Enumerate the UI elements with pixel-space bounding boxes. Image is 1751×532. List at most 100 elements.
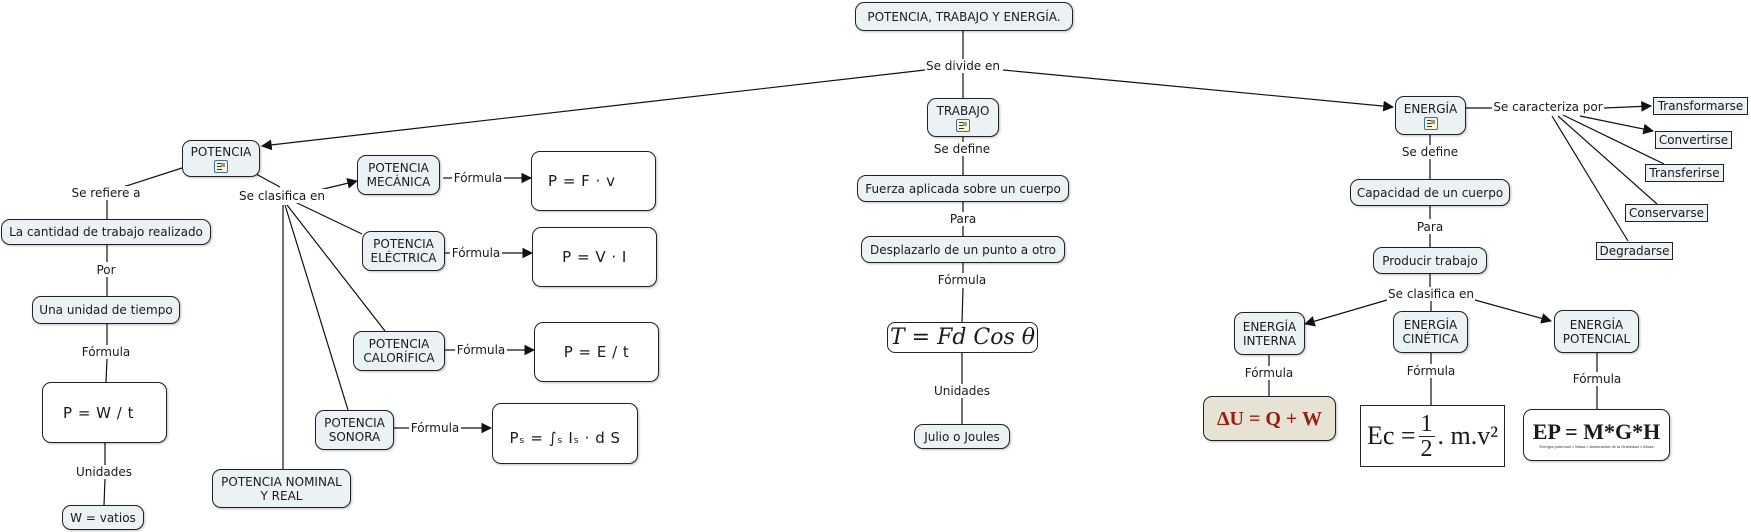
- formula-trabajo-node[interactable]: T = Fd Cos θ: [887, 322, 1038, 353]
- line-divide-energia: [1002, 69, 1395, 112]
- formula-p-w-t: P = W / t: [63, 403, 134, 422]
- line-clasifica-interna: [1303, 299, 1388, 327]
- potencia-label: POTENCIA: [190, 145, 252, 159]
- cantidad-trabajo-node[interactable]: La cantidad de trabajo realizado: [1, 219, 211, 245]
- link-label-formula-potencia: Fórmula: [80, 345, 132, 359]
- potencia-mecanica-line1: POTENCIA: [368, 161, 429, 175]
- formula-cinetica-denominator: 2: [1420, 435, 1433, 462]
- capacidad-cuerpo-node[interactable]: Capacidad de un cuerpo: [1350, 179, 1510, 206]
- formula-energia-interna-node[interactable]: ΔU = Q + W: [1203, 396, 1336, 441]
- potencia-electrica-line2: ELÉCTRICA: [370, 251, 437, 265]
- formula-sonora-node[interactable]: Pₛ = ∫ₛ Iₛ · d S: [492, 403, 638, 464]
- link-label-se-clasifica-en-potencia: Se clasifica en: [238, 189, 326, 203]
- link-label-se-define-energia: Se define: [1400, 145, 1460, 159]
- energia-potencial-line2: POTENCIAL: [1562, 331, 1631, 346]
- root-concept-label: POTENCIA, TRABAJO Y ENERGÍA.: [867, 9, 1061, 24]
- document-icon[interactable]: [214, 160, 228, 173]
- link-label-formula-sonora: Fórmula: [409, 421, 461, 435]
- link-label-formula-trabajo: Fórmula: [936, 273, 988, 287]
- potencia-node[interactable]: POTENCIA: [182, 140, 260, 177]
- link-label-formula-calorifica: Fórmula: [455, 343, 507, 357]
- vatios-label: W = vatios: [70, 510, 136, 525]
- formula-p-w-t-node[interactable]: P = W / t: [42, 382, 167, 443]
- link-label-para-trabajo: Para: [948, 212, 978, 226]
- formula-cinetica-rhs: . m.v²: [1437, 421, 1499, 450]
- potencia-electrica-line1: POTENCIA: [373, 237, 434, 251]
- document-icon[interactable]: [956, 119, 970, 132]
- line-formula-pwt: [105, 358, 108, 383]
- fuerza-aplicada-node[interactable]: Fuerza aplicada sobre un cuerpo: [857, 175, 1069, 202]
- formula-calorifica-node[interactable]: P = E / t: [534, 322, 659, 382]
- formula-cinetica-numerator: 1: [1418, 410, 1435, 437]
- line-clasifica-electrica: [294, 201, 363, 235]
- line-caracteriza-conservarse: [1557, 115, 1658, 205]
- conservarse-label: Conservarse: [1629, 206, 1704, 220]
- transformarse-node[interactable]: Transformarse: [1653, 97, 1748, 115]
- julio-joules-node[interactable]: Julio o Joules: [914, 424, 1010, 449]
- formula-electrica-node[interactable]: P = V · I: [532, 227, 657, 287]
- convertirse-node[interactable]: Convertirse: [1655, 131, 1732, 149]
- energia-interna-line2: INTERNA: [1243, 333, 1296, 348]
- degradarse-node[interactable]: Degradarse: [1596, 242, 1673, 260]
- line-clasifica-calorifica: [286, 204, 386, 332]
- link-label-para-energia: Para: [1415, 220, 1445, 234]
- convertirse-label: Convertirse: [1658, 133, 1729, 147]
- root-concept-node[interactable]: POTENCIA, TRABAJO Y ENERGÍA.: [855, 2, 1073, 31]
- formula-energia-interna: ΔU = Q + W: [1217, 407, 1322, 430]
- potencia-mecanica-node[interactable]: POTENCIA MECÁNICA: [357, 155, 440, 195]
- cantidad-trabajo-label: La cantidad de trabajo realizado: [9, 225, 203, 239]
- link-label-formula-electrica: Fórmula: [450, 246, 502, 260]
- trabajo-node[interactable]: TRABAJO: [927, 98, 999, 137]
- julio-joules-label: Julio o Joules: [924, 429, 1000, 444]
- energia-potencial-node[interactable]: ENERGÍA POTENCIAL: [1554, 310, 1639, 353]
- potencia-sonora-node[interactable]: POTENCIA SONORA: [315, 410, 394, 450]
- transferirse-label: Transferirse: [1649, 166, 1720, 180]
- line-potencia-refiere: [122, 167, 183, 188]
- link-label-unidades-trabajo: Unidades: [933, 384, 991, 398]
- line-clasifica-sonora: [284, 204, 349, 411]
- potencia-nominal-real-node[interactable]: POTENCIA NOMINAL Y REAL: [212, 469, 351, 508]
- potencia-nominal-line1: POTENCIA NOMINAL: [221, 474, 342, 489]
- degradarse-label: Degradarse: [1599, 244, 1670, 258]
- formula-energia-cinetica-node[interactable]: Ec = 1 2 . m.v²: [1360, 405, 1505, 467]
- link-label-por: Por: [95, 263, 117, 277]
- formula-mecanica-node[interactable]: P = F · v: [531, 151, 656, 211]
- conservarse-node[interactable]: Conservarse: [1625, 204, 1708, 222]
- formula-calorifica: P = E / t: [563, 343, 630, 361]
- potencia-calorifica-line2: CALORÍFICA: [363, 351, 435, 365]
- unidad-tiempo-label: Una unidad de tiempo: [39, 303, 173, 317]
- energia-interna-node[interactable]: ENERGÍA INTERNA: [1234, 312, 1305, 355]
- producir-trabajo-label: Producir trabajo: [1382, 253, 1478, 268]
- line-unidades-vatios: [103, 478, 106, 506]
- formula-mecanica: P = F · v: [548, 172, 616, 190]
- desplazarlo-node[interactable]: Desplazarlo de un punto a otro: [861, 236, 1065, 263]
- link-label-se-caracteriza-por: Se caracteriza por: [1492, 100, 1604, 114]
- desplazarlo-label: Desplazarlo de un punto a otro: [869, 242, 1056, 257]
- line-clasifica-potencial: [1474, 299, 1553, 324]
- potencia-calorifica-line1: POTENCIA: [368, 337, 430, 351]
- line-caracteriza-transferirse: [1562, 114, 1665, 165]
- capacidad-cuerpo-label: Capacidad de un cuerpo: [1356, 185, 1504, 200]
- potencia-sonora-line1: POTENCIA: [324, 416, 385, 430]
- link-label-formula-cinetica: Fórmula: [1405, 364, 1457, 378]
- potencia-electrica-node[interactable]: POTENCIA ELÉCTRICA: [362, 231, 445, 271]
- formula-energia-potencial-node[interactable]: EP = M*G*H Energía potencial = Masa × Ac…: [1523, 409, 1670, 461]
- link-label-se-divide-en: Se divide en: [924, 59, 1002, 73]
- link-label-se-clasifica-en-energia: Se clasifica en: [1387, 287, 1475, 301]
- trabajo-label: TRABAJO: [936, 104, 990, 118]
- producir-trabajo-node[interactable]: Producir trabajo: [1373, 247, 1487, 274]
- fuerza-aplicada-label: Fuerza aplicada sobre un cuerpo: [865, 181, 1061, 196]
- potencia-sonora-line2: SONORA: [328, 430, 381, 444]
- potencia-calorifica-node[interactable]: POTENCIA CALORÍFICA: [353, 331, 445, 371]
- document-icon[interactable]: [1423, 117, 1438, 130]
- transformarse-label: Transformarse: [1657, 99, 1744, 113]
- vatios-node[interactable]: W = vatios: [62, 505, 144, 530]
- transferirse-node[interactable]: Transferirse: [1645, 164, 1724, 182]
- energia-cinetica-node[interactable]: ENERGÍA CINÉTICA: [1393, 311, 1468, 353]
- link-label-se-refiere-a: Se refiere a: [70, 186, 142, 200]
- energia-node[interactable]: ENERGÍA: [1395, 96, 1466, 135]
- unidad-tiempo-node[interactable]: Una unidad de tiempo: [32, 296, 180, 324]
- formula-sonora: Pₛ = ∫ₛ Iₛ · d S: [509, 428, 621, 447]
- energia-label: ENERGÍA: [1403, 102, 1458, 116]
